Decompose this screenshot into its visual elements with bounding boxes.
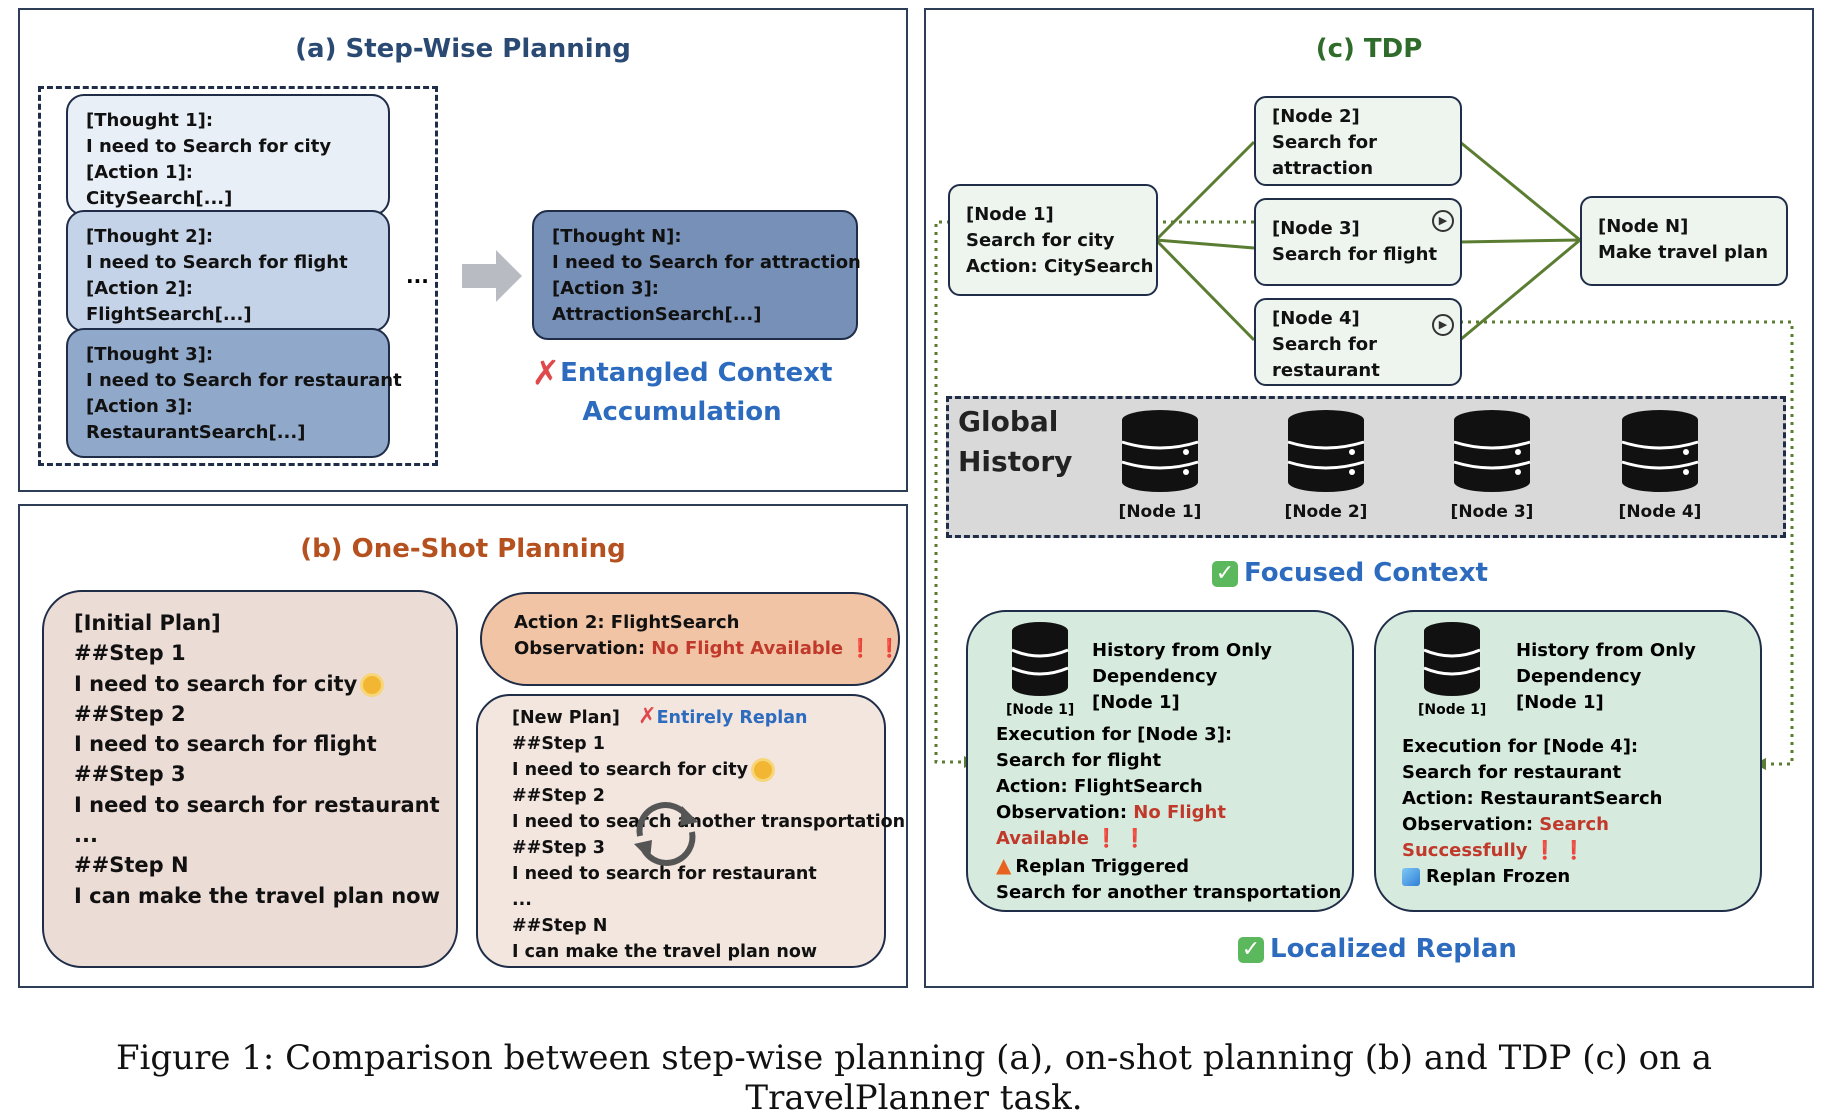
node-n: [Node N] Make travel plan <box>1580 196 1788 286</box>
fire-icon: ▲ <box>996 853 1012 877</box>
history-text: History from Only Dependency [Node 1] <box>1516 640 1696 713</box>
localized-replan-label: ✓Localized Replan <box>1238 934 1517 964</box>
thought-1-card: [Thought 1]: I need to Search for city [… <box>66 94 390 216</box>
db-label: [Node 1] <box>1118 502 1202 522</box>
figure-caption: Figure 1: Comparison between step-wise p… <box>115 1038 1713 1118</box>
ice-cube-icon <box>1402 868 1420 886</box>
panel-b-title: (b) One-Shot Planning <box>300 534 626 564</box>
thought-2-card: [Thought 2]: I need to Search for flight… <box>66 210 390 332</box>
panel-a-title: (a) Step-Wise Planning <box>295 34 631 64</box>
db-label: [Node 1] <box>1006 702 1075 718</box>
cross-icon: ✗ <box>531 353 561 394</box>
sun-icon <box>754 761 773 779</box>
observation-card: Action 2: FlightSearch Observation: No F… <box>480 592 901 686</box>
play-icon: ▶ <box>1432 210 1454 232</box>
database-icon <box>1423 622 1481 696</box>
initial-plan-card: [Initial Plan] ##Step 1 I need to search… <box>42 590 458 968</box>
panel-c-title: (c) TDP <box>1315 34 1423 64</box>
thought-n-card: [Thought N]: I need to Search for attrac… <box>532 210 861 340</box>
db-label: [Node 3] <box>1450 502 1534 522</box>
db-label: [Node 1] <box>1418 702 1487 718</box>
sun-icon <box>363 675 382 694</box>
execution-text: Execution for [Node 3]: Search for fligh… <box>996 724 1342 903</box>
thought-3-card: [Thought 3]: I need to Search for restau… <box>66 328 402 458</box>
database-icon <box>1453 410 1531 492</box>
node-1: [Node 1] Search for city Action: CitySea… <box>948 184 1158 296</box>
node-3: [Node 3] Search for flight <box>1254 198 1462 286</box>
database-icon <box>1121 410 1199 492</box>
new-plan-card: [New Plan] ✗Entirely Replan ##Step 1 I n… <box>476 694 905 968</box>
database-icon <box>1011 622 1069 696</box>
entangled-context-label: ✗Entangled Context Accumulation <box>531 353 833 427</box>
db-label: [Node 4] <box>1618 502 1702 522</box>
node-4: [Node 4] Search for restaurant <box>1254 298 1462 386</box>
refresh-cycle-icon <box>634 802 698 866</box>
thought-stack-frame <box>38 86 438 466</box>
arrow-right-icon <box>462 250 522 302</box>
db-label: [Node 2] <box>1284 502 1368 522</box>
play-icon: ▶ <box>1432 314 1454 336</box>
database-icon <box>1621 410 1699 492</box>
ellipsis: ... <box>406 264 429 288</box>
execution-text: Execution for [Node 4]: Search for resta… <box>1402 736 1663 887</box>
checkmark-icon: ✓ <box>1212 560 1238 587</box>
database-icon <box>1287 410 1365 492</box>
node-2: [Node 2] Search for attraction <box>1254 96 1462 186</box>
checkmark-icon: ✓ <box>1238 936 1264 963</box>
history-text: History from Only Dependency [Node 1] <box>1092 640 1272 713</box>
focused-context-label: ✓Focused Context <box>1212 558 1488 588</box>
